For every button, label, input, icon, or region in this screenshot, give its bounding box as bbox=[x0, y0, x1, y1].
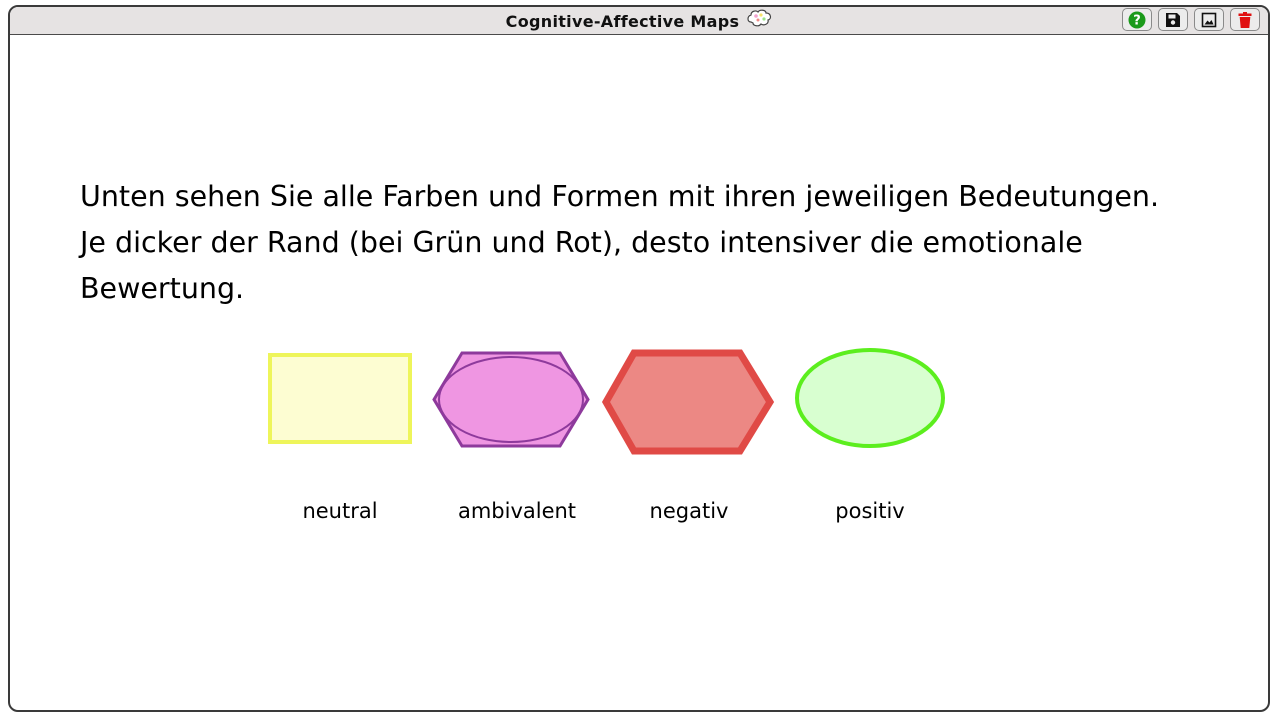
svg-text:?: ? bbox=[1133, 13, 1141, 28]
save-icon bbox=[1166, 12, 1180, 27]
app-window: Cognitive-Affective Maps ? bbox=[8, 5, 1270, 712]
save-button[interactable] bbox=[1158, 8, 1188, 31]
instruction-line-1: Unten sehen Sie alle Farben und Formen m… bbox=[80, 180, 1160, 213]
negative-shape bbox=[601, 349, 775, 455]
instruction-text: Unten sehen Sie alle Farben und Formen m… bbox=[80, 174, 1250, 312]
help-icon: ? bbox=[1128, 11, 1146, 28]
export-image-button[interactable] bbox=[1194, 8, 1224, 31]
neutral-label: neutral bbox=[302, 499, 378, 523]
delete-button[interactable] bbox=[1230, 8, 1260, 31]
instruction-line-3: Bewertung. bbox=[80, 272, 245, 305]
instruction-line-2: Je dicker der Rand (bei Grün und Rot), d… bbox=[80, 226, 1083, 259]
neutral-shape bbox=[268, 353, 412, 444]
positive-shape bbox=[795, 348, 945, 448]
positive-label: positiv bbox=[835, 499, 905, 523]
content-area: Unten sehen Sie alle Farben und Formen m… bbox=[10, 35, 1268, 710]
toolbar: ? bbox=[1122, 8, 1260, 31]
window-title: Cognitive-Affective Maps bbox=[505, 12, 740, 31]
title-bar: Cognitive-Affective Maps ? bbox=[10, 7, 1268, 35]
negative-label: negativ bbox=[649, 499, 729, 523]
ambivalent-label: ambivalent bbox=[457, 499, 577, 523]
help-button[interactable]: ? bbox=[1122, 8, 1152, 31]
trash-icon bbox=[1238, 11, 1252, 28]
brain-icon bbox=[747, 9, 772, 27]
ambivalent-shape bbox=[432, 351, 590, 448]
image-icon bbox=[1201, 12, 1217, 27]
legend-shapes bbox=[268, 348, 945, 455]
